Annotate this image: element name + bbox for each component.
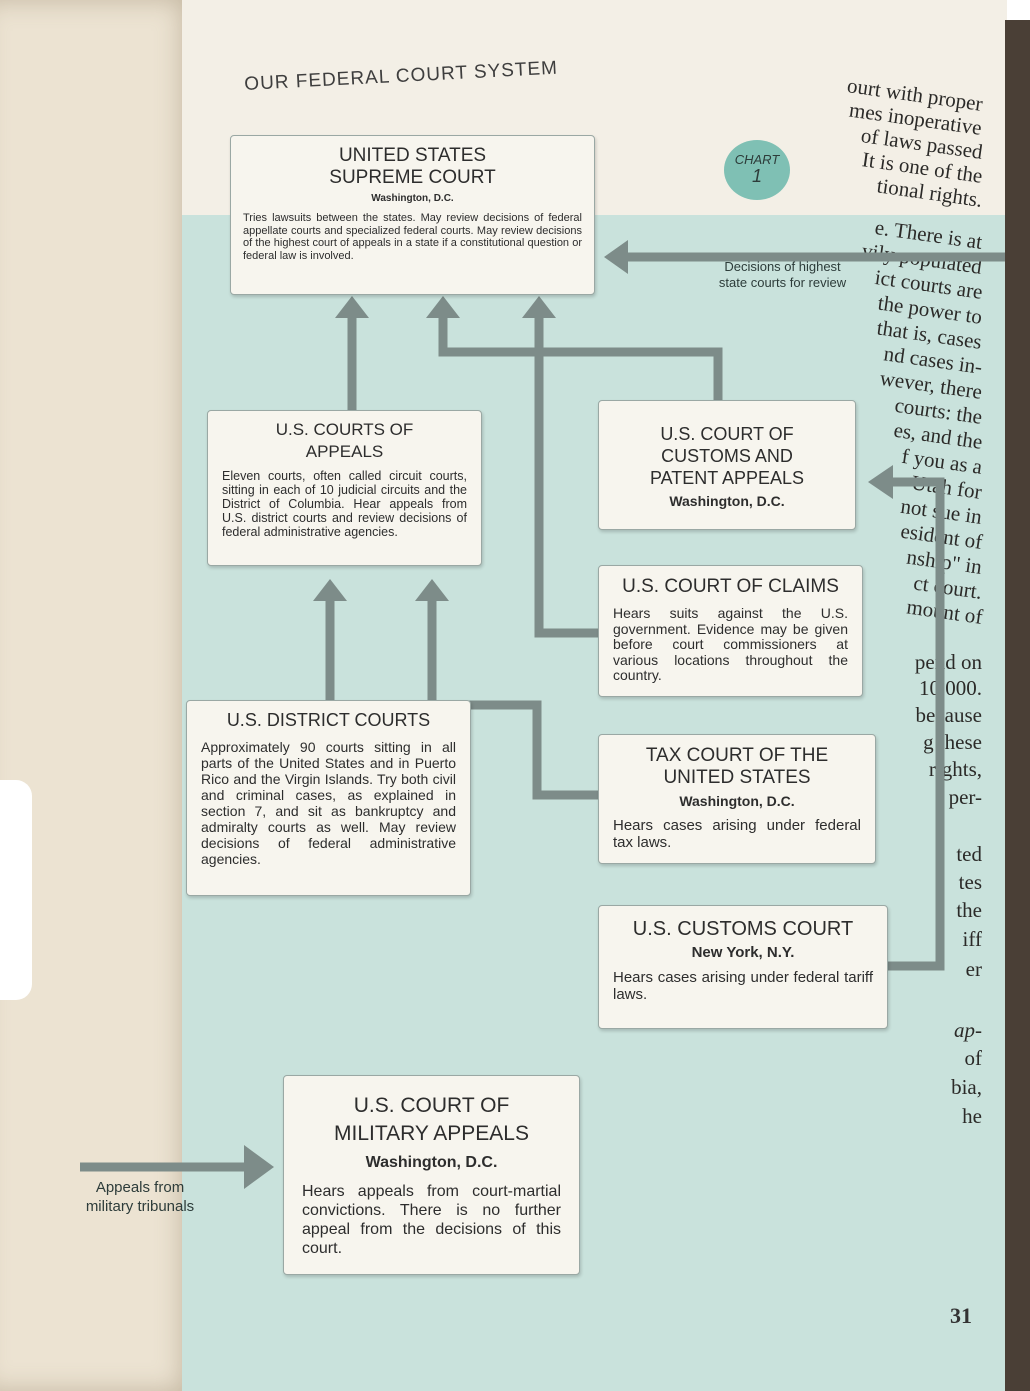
court-of-claims-title: U.S. COURT OF CLAIMS (622, 576, 839, 597)
tax-court-title-line-2: UNITED STATES (663, 767, 811, 788)
connector-claims-to-supreme (534, 315, 598, 638)
chart-badge-label: CHART (734, 152, 780, 167)
district-courts-description: Approximately 90 courts sitting in all p… (201, 739, 456, 867)
state-courts-note: Decisions of highest state courts for re… (700, 259, 865, 291)
left-page-line: the (956, 898, 982, 922)
supreme-court-title-line-2: SUPREME COURT (329, 167, 496, 188)
arrowhead-appeals-to-supreme (335, 296, 369, 318)
left-page-line: iff (962, 927, 982, 951)
court-of-claims-box: U.S. COURT OF CLAIMS Hears suits against… (598, 565, 863, 697)
left-page-blot (0, 780, 32, 1000)
arrowhead-claims-to-supreme (522, 296, 556, 318)
left-page-line: of (964, 1046, 983, 1070)
customs-court-box: U.S. CUSTOMS COURT New York, N.Y. Hears … (598, 905, 888, 1029)
customs-patent-location: Washington, D.C. (669, 493, 785, 509)
left-page-line: tes (958, 870, 982, 894)
page-number: 31 (950, 1303, 972, 1328)
customs-patent-title-line-2: CUSTOMS AND (661, 446, 793, 466)
military-tribunals-note: Appeals from military tribunals (80, 1178, 200, 1216)
left-page-line: ted (956, 842, 982, 866)
tax-court-box: TAX COURT OF THE UNITED STATES Washingto… (598, 734, 876, 864)
military-tribunals-note-line-1: Appeals from (95, 1179, 185, 1196)
left-page-line: bia, (951, 1075, 982, 1099)
courts-of-appeals-description: Eleven courts, often called circuit cour… (222, 469, 467, 539)
courts-of-appeals-box: U.S. COURTS OF APPEALS Eleven courts, of… (207, 410, 482, 566)
military-appeals-title-line-1: U.S. COURT OF (353, 1094, 510, 1117)
district-courts-title: U.S. DISTRICT COURTS (226, 710, 431, 730)
customs-court-location: New York, N.Y. (691, 944, 795, 961)
court-of-claims-description: Hears suits against the U.S. government.… (613, 605, 848, 683)
left-page-line: 10,000. (919, 676, 982, 700)
connector-customs-patent-to-supreme (438, 315, 723, 400)
left-page (0, 0, 200, 1391)
tax-court-location: Washington, D.C. (679, 793, 795, 809)
supreme-court-box: UNITED STATES SUPREME COURT Washington, … (230, 135, 595, 295)
supreme-court-description: Tries lawsuits between the states. May r… (243, 212, 582, 262)
left-page-line: he (962, 1104, 982, 1128)
courts-of-appeals-title-line-1: U.S. COURTS OF (275, 420, 414, 439)
arrowhead-state-courts (604, 240, 628, 274)
left-page-line: er (965, 957, 982, 981)
connector-tax-to-appeals (427, 598, 598, 800)
courts-of-appeals-title-line-2: APPEALS (305, 442, 384, 461)
arrowhead-military-tribunals (244, 1145, 274, 1189)
customs-patent-title-line-1: U.S. COURT OF (660, 424, 794, 444)
arrowhead-customs-patent-to-supreme (426, 296, 460, 318)
left-page-line: ap- (954, 1018, 982, 1042)
arrowhead-tax-to-appeals (415, 579, 449, 601)
tax-court-description: Hears cases arising under federal tax la… (613, 817, 861, 851)
customs-court-description: Hears cases arising under federal tariff… (613, 969, 873, 1003)
left-page-line: g these (923, 730, 982, 754)
customs-court-title: U.S. CUSTOMS COURT (632, 918, 854, 940)
left-page-line: pend on (914, 650, 982, 674)
left-page-line: per- (948, 785, 982, 809)
chart-badge-number: 1 (751, 166, 762, 186)
state-courts-note-line-2: state courts for review (718, 275, 847, 290)
supreme-court-title-line-1: UNITED STATES (338, 145, 487, 166)
customs-patent-title-line-3: PATENT APPEALS (649, 468, 805, 488)
arrowhead-district-to-appeals (313, 579, 347, 601)
district-courts-box: U.S. DISTRICT COURTS Approximately 90 co… (186, 700, 471, 896)
state-courts-note-line-1: Decisions of highest (724, 259, 841, 274)
tax-court-title-line-1: TAX COURT OF THE (645, 745, 829, 766)
connector-customs-to-customs-patent (888, 477, 945, 971)
military-tribunals-note-line-2: military tribunals (85, 1198, 195, 1215)
arrowhead-customs-to-customs-patent (868, 465, 893, 499)
military-appeals-title-line-2: MILITARY APPEALS (334, 1122, 529, 1145)
military-appeals-box: U.S. COURT OF MILITARY APPEALS Washingto… (283, 1075, 580, 1275)
customs-patent-appeals-box: U.S. COURT OF CUSTOMS AND PATENT APPEALS… (598, 400, 856, 530)
military-appeals-description: Hears appeals from court-martial convict… (302, 1183, 561, 1257)
left-page-line: because (915, 703, 982, 727)
supreme-court-location: Washington, D.C. (371, 193, 454, 204)
military-appeals-location: Washington, D.C. (365, 1154, 498, 1171)
book-edge (1005, 20, 1030, 1391)
chart-badge: CHART 1 (724, 140, 790, 200)
